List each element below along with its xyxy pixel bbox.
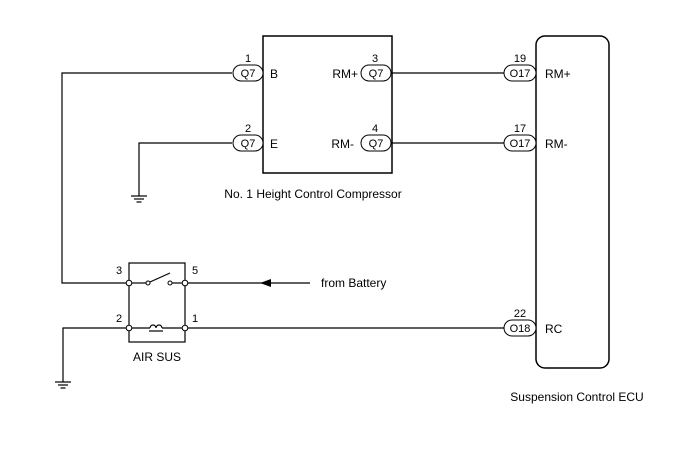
relay-pin-2-dot [125,324,133,332]
svg-text:Q7: Q7 [241,138,256,150]
connector-q7-rm-plus: Q7 [360,64,392,82]
wire-e-to-ground [138,142,232,196]
compressor-pin-b-label: B [270,67,278,81]
relay-box [128,262,186,343]
relay-pin-1-number: 1 [192,313,198,325]
svg-text:Q7: Q7 [369,138,384,150]
connector-o17-rm-plus: O17 [503,64,537,82]
relay-pin-3-number: 3 [116,265,122,277]
svg-text:O17: O17 [510,138,531,150]
relay-pin-1-dot [181,324,189,332]
relay-switch-icon [132,272,182,286]
wires [61,72,504,382]
relay-pin-5-number: 5 [192,265,198,277]
svg-text:Q7: Q7 [369,68,384,80]
ecu-box [535,35,610,369]
connector-q7-b: Q7 [232,64,264,82]
compressor-title: No. 1 Height Control Compressor [224,187,401,201]
connector-o18-rc: O18 [503,319,537,337]
compressor-pin-e-label: E [270,137,278,151]
wire-b-to-relay-3 [61,72,232,284]
svg-text:O18: O18 [510,323,531,335]
relay-pin-3-dot [125,279,133,287]
connector-q7-rm-minus: Q7 [360,134,392,152]
compressor-pin-rm-minus-number: 4 [372,123,378,135]
battery-arrow-icon [260,279,271,287]
ecu-title: Suspension Control ECU [510,390,643,404]
wire-relay-2-to-ground [62,327,129,382]
svg-text:O17: O17 [510,68,531,80]
ecu-pin-rm-minus-number: 17 [514,123,526,135]
battery-label: from Battery [321,276,386,290]
compressor-pin-rm-plus-label: RM+ [332,67,358,81]
ecu-pin-rc-label: RC [545,322,563,336]
compressor-pin-rm-plus-number: 3 [372,53,378,65]
connector-q7-e: Q7 [232,134,264,152]
ground-icon [131,195,147,203]
relay-pin-5-dot [181,279,189,287]
relay-title: AIR SUS [133,350,181,364]
compressor-pin-b-number: 1 [245,53,251,65]
compressor-pin-e-number: 2 [245,123,251,135]
ecu-pin-rm-minus-label: RM- [545,137,568,151]
ecu-pin-rc-number: 22 [514,308,526,320]
compressor-pin-rm-minus-label: RM- [331,137,354,151]
svg-text:Q7: Q7 [241,68,256,80]
relay-coil-icon [132,324,182,332]
ecu-pin-rm-plus-number: 19 [514,53,526,65]
ecu-pin-rm-plus-label: RM+ [545,67,571,81]
connector-o17-rm-minus: O17 [503,134,537,152]
ground-icon [55,381,71,389]
relay-pin-2-number: 2 [116,313,122,325]
